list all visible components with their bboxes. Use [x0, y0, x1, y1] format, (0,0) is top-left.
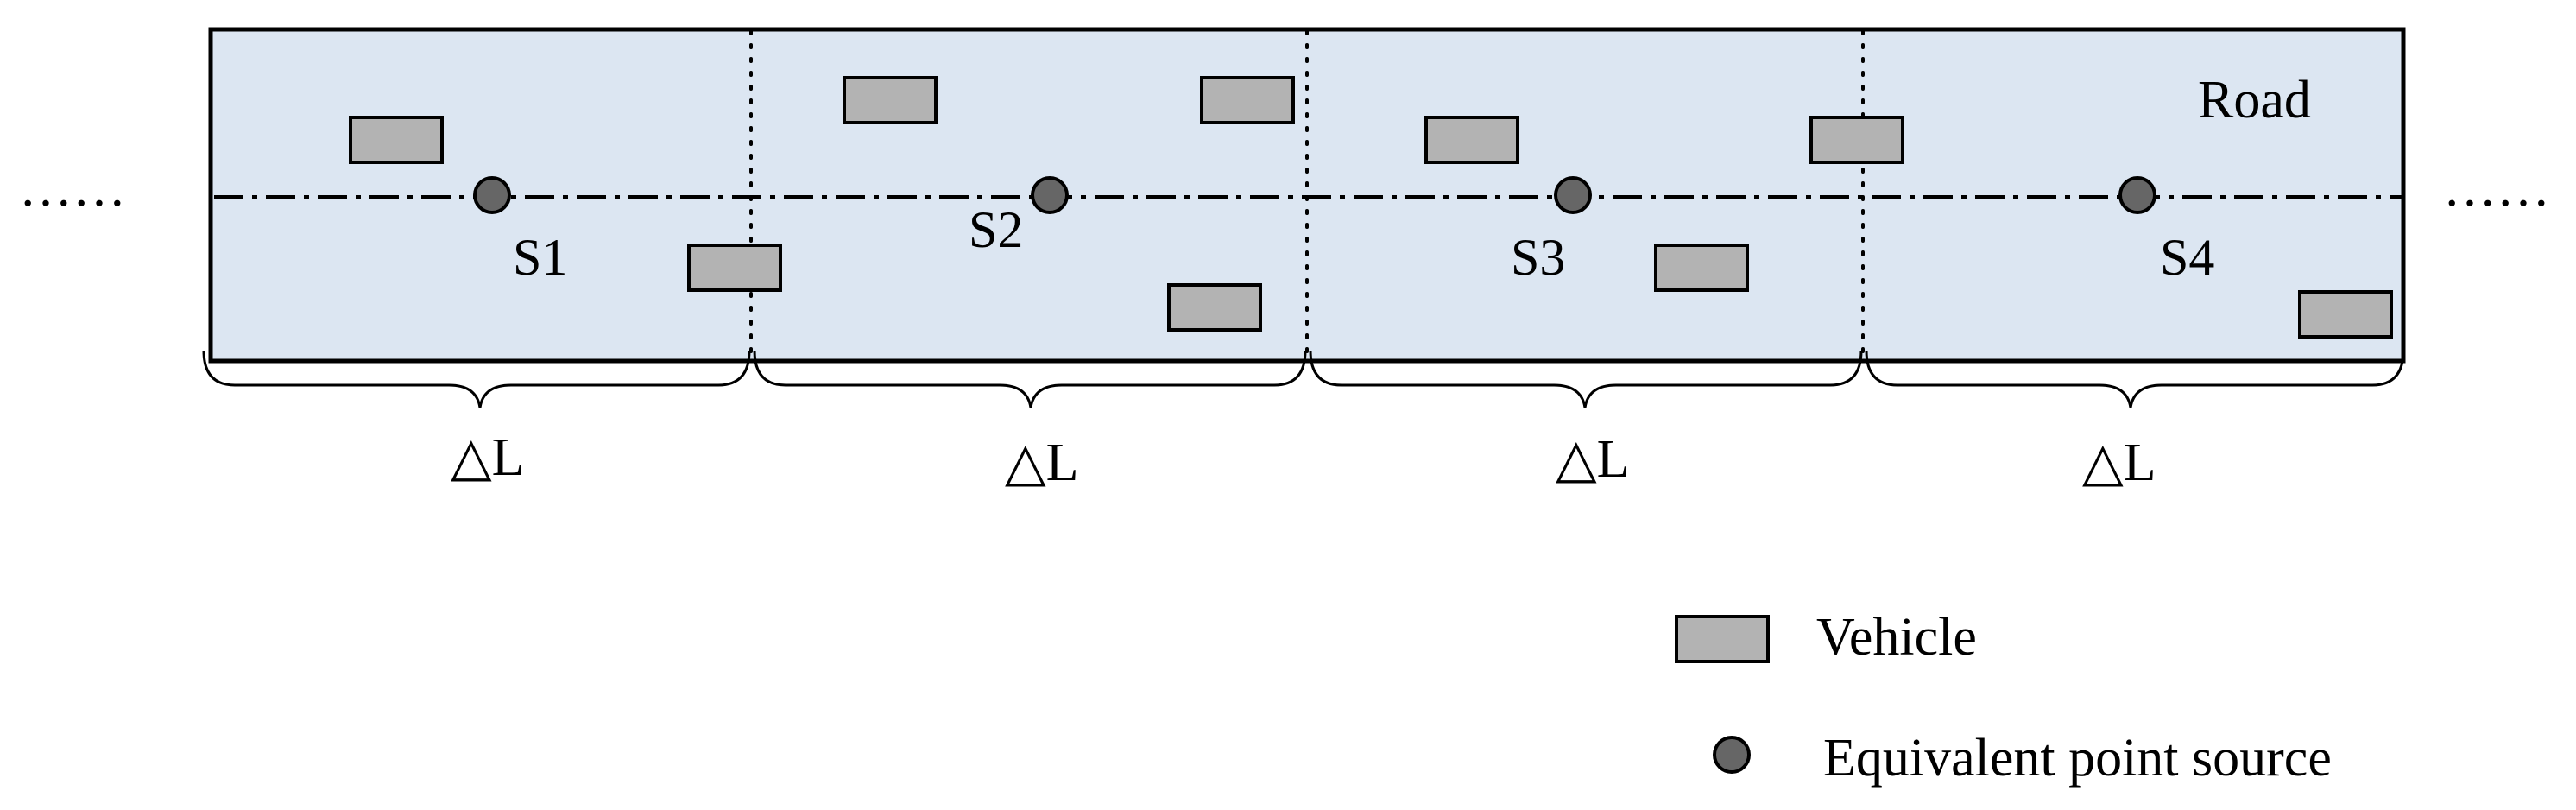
vehicle — [1654, 244, 1749, 292]
brace — [1309, 350, 1863, 408]
legend-vehicle-swatch — [1675, 615, 1770, 663]
vehicle — [687, 244, 782, 292]
segment-label: △L — [451, 428, 525, 487]
brace — [1865, 350, 2405, 408]
vehicle — [2298, 290, 2393, 339]
vehicle — [1200, 76, 1295, 124]
source-label-s3: S3 — [1511, 229, 1565, 286]
point-sources — [473, 176, 2156, 214]
segment-braces — [202, 350, 2405, 408]
vehicle — [1167, 283, 1262, 332]
brace — [753, 350, 1307, 408]
brace — [202, 350, 751, 408]
vehicles — [349, 76, 2393, 339]
point-source-s1 — [473, 176, 511, 214]
segment-label: △L — [1005, 433, 1079, 492]
vehicle — [349, 116, 444, 164]
segment-label: △L — [2082, 433, 2156, 492]
source-label-s4: S4 — [2160, 229, 2214, 286]
ellipsis-right: …… — [2443, 159, 2550, 218]
ellipsis-left: …… — [19, 159, 126, 218]
legend-vehicle-label: Vehicle — [1816, 608, 1977, 667]
legend-source-label: Equivalent point source — [1823, 729, 2332, 788]
segment-label: △L — [1556, 430, 1630, 489]
vehicle — [1424, 116, 1519, 164]
road-label: Road — [2198, 71, 2311, 130]
source-label-s2: S2 — [969, 201, 1023, 258]
legend: Vehicle Equivalent point source — [1675, 608, 2332, 788]
point-source-s2 — [1031, 176, 1069, 214]
legend-source-swatch — [1713, 736, 1751, 774]
point-source-s3 — [1554, 176, 1592, 214]
vehicle — [1809, 116, 1904, 164]
point-source-s4 — [2118, 176, 2156, 214]
source-label-s1: S1 — [513, 229, 567, 286]
vehicle — [843, 76, 938, 124]
